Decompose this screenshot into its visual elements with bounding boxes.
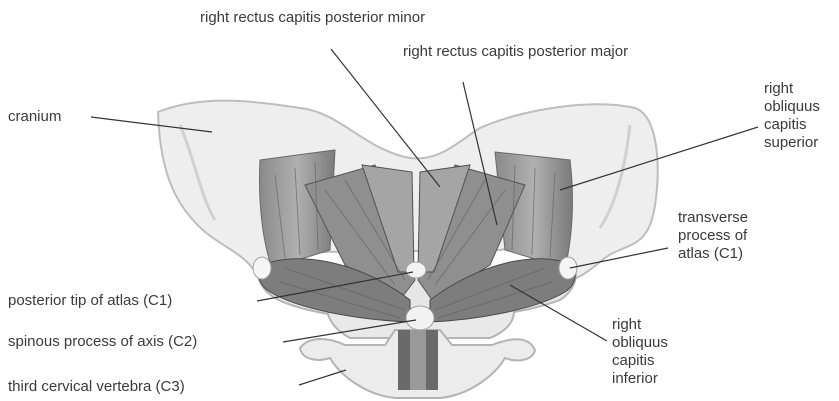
- c3-spinous-highlight: [410, 330, 426, 390]
- label-cranium: cranium: [8, 108, 61, 126]
- label-spinous-process: spinous process of axis (C2): [8, 333, 197, 351]
- right-transverse-process: [559, 257, 577, 279]
- label-third-vertebra: third cervical vertebra (C3): [8, 378, 185, 396]
- label-obliquus-superior: right obliquus capitis superior: [764, 80, 820, 152]
- label-obliquus-inferior: right obliquus capitis inferior: [612, 316, 668, 388]
- label-rectus-minor: right rectus capitis posterior minor: [200, 9, 425, 27]
- left-transverse-process: [253, 257, 271, 279]
- posterior-tip-atlas: [406, 262, 426, 278]
- spinous-process-axis: [406, 306, 434, 330]
- label-posterior-tip: posterior tip of atlas (C1): [8, 292, 172, 310]
- label-transverse-process: transverse process of atlas (C1): [678, 209, 748, 263]
- leader-c3: [299, 370, 346, 385]
- label-rectus-major: right rectus capitis posterior major: [403, 43, 628, 61]
